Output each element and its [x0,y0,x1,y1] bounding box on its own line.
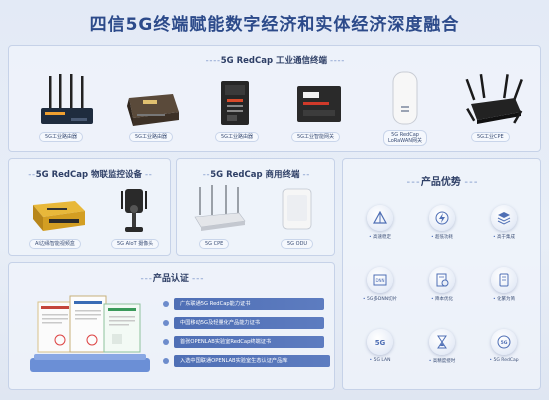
certification-panel-title: - - - 产品认证 - - - [140,274,204,284]
commercial-cpe-image [191,185,247,239]
cert-bullet-1 [163,301,169,307]
cert-item-2: 中国移动5G及轻量化产品能力证书 [174,317,324,329]
industrial-router-2-image [123,86,181,132]
svg-text:DNN: DNN [375,278,384,283]
advantage-redcap: 5G • 5G RedCap [479,329,529,363]
industrial-cpe-image [465,74,525,134]
iot-label-1: AI边缘智能视频盒 [29,239,81,249]
device-icon [491,267,517,293]
industrial-label-1: 5G工业路由器 [39,132,84,142]
industrial-gateway-image [293,82,345,132]
cert-item-1: 广东联通5G RedCap能力证书 [174,298,324,310]
advantage-dnn-slicing: DNN • 5G多DNN切片 [355,267,405,302]
advantage-simplify: • 化繁为简 [479,267,529,302]
iot-label-2: 5G AIoT 摄像头 [111,239,160,249]
hourglass-icon [429,329,455,355]
page-title: 四信5G终端赋能数字经济和实体经济深度融合 [89,15,460,35]
svg-text:5G: 5G [501,340,508,346]
svg-text:5G: 5G [375,339,386,347]
industrial-router-3-image [215,79,255,133]
certificates-image [30,292,150,380]
cert-bullet-4 [163,358,169,364]
advantages-title-text: 产品优势 [420,177,461,188]
cost-icon [429,267,455,293]
commercial-label-1: 5G CPE [199,239,230,249]
advantage-low-power: • 超低功耗 [417,205,467,240]
cert-item-4: 入选中国联通OPENLAB实验室生态认证产品库 [174,355,330,367]
cert-item-3: 首张OPENLAB实验室RedCap终端证书 [174,336,324,348]
advantages-panel: - - - 产品优势 - - - • 高速稳定 • 超低功耗 • 高于集成 DN… [342,158,541,390]
advantage-timing: • 高精度授时 [417,329,467,364]
industrial-panel: - - - - 5G RedCap 工业通信终端 - - - - 5G工业路由器… [8,45,541,152]
dnn-icon: DNN [367,267,393,293]
advantage-cost: • 降本优化 [417,267,467,302]
lorawan-gateway-image [389,70,421,132]
5g-redcap-icon: 5G [491,329,517,355]
industrial-title-text: 5G RedCap 工业通信终端 [220,56,327,66]
industrial-label-4: 5G工业智能网关 [291,132,341,142]
commercial-odu-image [277,187,317,237]
commercial-panel-title: - - 5G RedCap 商用终端 - - [202,170,310,180]
industrial-label-5: 5G RedCap LoRaWAN网关 [383,130,428,146]
aiot-camera-image [119,187,149,243]
layers-icon [491,205,517,231]
commercial-title-text: 5G RedCap 商用终端 [210,170,300,180]
ai-edge-box-image [29,195,89,241]
commercial-label-2: 5G ODU [281,239,314,249]
iot-panel-title: - - 5G RedCap 物联监控设备 - - [28,170,152,180]
advantage-5g-lan: 5G • 5G LAN [355,329,405,363]
5g-icon: 5G [367,329,393,355]
industrial-panel-title: - - - - 5G RedCap 工业通信终端 - - - - [205,56,345,66]
advantage-integration: • 高于集成 [479,205,529,240]
lightning-icon [429,205,455,231]
industrial-label-6: 5G工业CPE [471,132,510,142]
iot-panel: - - 5G RedCap 物联监控设备 - - AI边缘智能视频盒 5G AI… [8,158,171,256]
certification-title-text: 产品认证 [152,274,189,284]
cert-bullet-2 [163,320,169,326]
advantages-panel-title: - - - 产品优势 - - - [406,177,477,188]
industrial-label-3: 5G工业路由器 [215,132,260,142]
pyramid-icon [367,205,393,231]
industrial-label-2: 5G工业路由器 [129,132,174,142]
iot-title-text: 5G RedCap 物联监控设备 [35,170,142,180]
commercial-panel: - - 5G RedCap 商用终端 - - 5G CPE 5G ODU [176,158,335,256]
industrial-router-1-image [37,74,97,140]
advantage-high-speed: • 高速稳定 [355,205,405,240]
cert-bullet-3 [163,339,169,345]
